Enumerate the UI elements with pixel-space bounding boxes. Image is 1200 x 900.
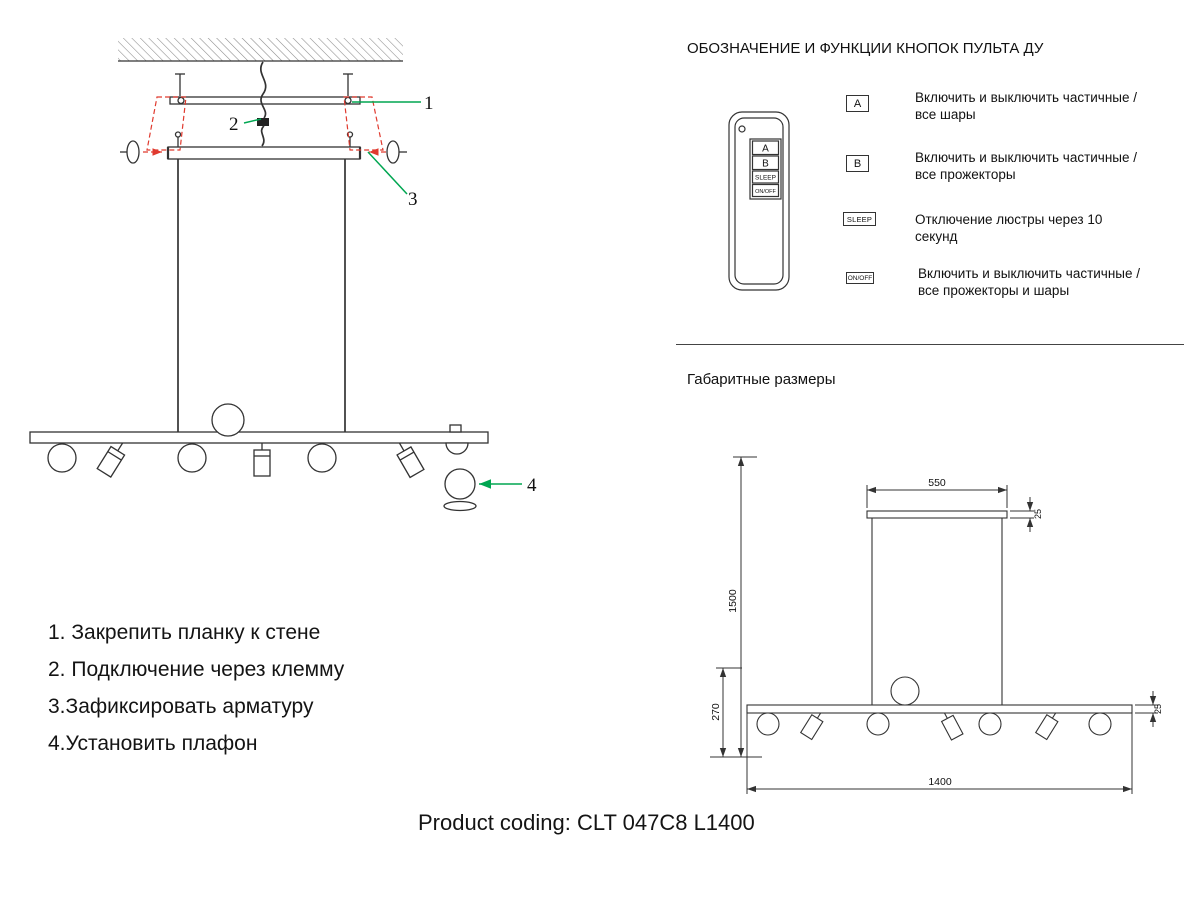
dimension-labels: 550 25 1500 270 1400 25 [710, 477, 1163, 788]
callout-numbers: 1 2 3 4 [229, 93, 537, 496]
step-3: 3.Зафиксировать арматуру [48, 695, 314, 718]
spotlight-vertical [253, 443, 271, 477]
button-a-description: Включить и выключить частичные / все шар… [915, 90, 1137, 122]
canopy-screws [174, 131, 354, 147]
power-wire [257, 61, 269, 147]
callout-3: 3 [408, 189, 418, 210]
remote-button-labels: A B SLEEP ON/OFF [755, 144, 777, 196]
remote-section-title: ОБОЗНАЧЕНИЕ И ФУНКЦИИ КНОПОК ПУЛЬТА ДУ [687, 40, 1044, 57]
installation-diagram [29, 38, 489, 512]
button-onoff-icon: ON/OFF [846, 272, 874, 284]
callout-1: 1 [424, 93, 434, 114]
callout-2: 2 [229, 114, 239, 135]
button-onoff-description: Включить и выключить частичные / все про… [918, 266, 1140, 298]
dim-canopy [866, 510, 1008, 519]
remote-btn-sleep: SLEEP [755, 175, 776, 182]
remote-btn-onoff: ON/OFF [755, 189, 776, 195]
dim-25-bar: 25 [1153, 704, 1163, 714]
callout-4: 4 [527, 475, 537, 496]
remote-button-panel [749, 138, 782, 200]
remote-btn-a: A [762, 144, 769, 155]
button-b-description: Включить и выключить частичные / все про… [915, 150, 1137, 182]
step-2: 2. Подключение через клемму [48, 658, 345, 681]
button-b-icon: B [846, 155, 869, 172]
remote-btn-b: B [762, 159, 769, 170]
step-4: 4.Установить плафон [48, 732, 258, 755]
step-1: 1. Закрепить планку к стене [48, 621, 321, 644]
remote-drawing [728, 111, 790, 291]
end-dome [445, 442, 469, 455]
callout-line-3 [367, 151, 408, 195]
dimensions-drawing [746, 510, 1133, 741]
glass-spheres [47, 403, 337, 473]
dim-1500: 1500 [727, 589, 739, 613]
mounting-plate [169, 96, 361, 105]
detached-shade [443, 468, 477, 512]
remote-led [738, 125, 746, 133]
dimensions-section-title: Габаритные размеры [687, 371, 836, 388]
dim-25-canopy: 25 [1033, 509, 1043, 519]
dim-550: 550 [928, 477, 946, 489]
spotlight-angled-right [396, 442, 425, 479]
dimension-lines [710, 456, 1158, 794]
installation-steps: 1. Закрепить планку к стене 2. Подключен… [48, 614, 344, 762]
fixture-bar [29, 431, 489, 444]
dim-bar [746, 704, 1133, 714]
dim-1400: 1400 [928, 776, 952, 788]
callout-line-2 [243, 118, 262, 124]
thumbscrew-left [120, 140, 140, 164]
spotlight-angled-left [96, 442, 126, 478]
thumbscrew-right [386, 140, 407, 164]
ceiling-screws [175, 73, 353, 96]
button-sleep-description: Отключение люстры через 10 секунд [915, 212, 1103, 244]
section-divider [676, 344, 1184, 345]
detail-markers-red [143, 96, 386, 156]
canopy-bar [167, 146, 361, 160]
button-sleep-icon: SLEEP [843, 212, 876, 226]
dim-270: 270 [710, 703, 722, 721]
callout-lines-green [243, 101, 522, 489]
product-coding: Product coding: CLT 047C8 L1400 [418, 810, 755, 835]
ceiling-hatch [118, 38, 403, 61]
button-a-icon: A [846, 95, 869, 112]
